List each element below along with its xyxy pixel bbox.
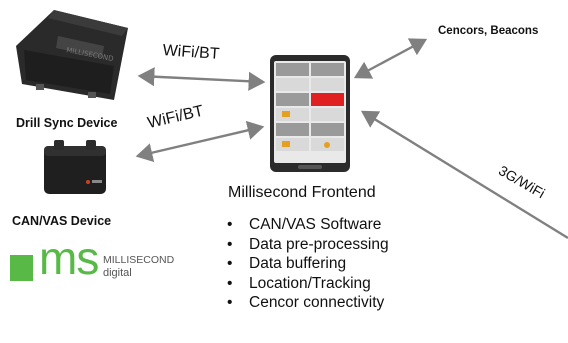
feature-item: •Data buffering — [227, 255, 347, 272]
can-vas-device-label: CAN/VAS Device — [12, 214, 112, 228]
feature-item: •CAN/VAS Software — [227, 216, 382, 233]
frontend-feature-list: •CAN/VAS Software •Data pre-processing •… — [227, 215, 389, 313]
feature-item: •Data pre-processing — [227, 235, 389, 253]
millisecond-logo: ms MILLISECOND digital — [10, 235, 200, 284]
drill-sync-device-image: MILLISECOND — [14, 6, 132, 104]
remote-arrow — [360, 110, 568, 240]
sensors-arrow — [353, 38, 428, 79]
tablet-device — [270, 55, 350, 172]
logo-brand: MILLISECOND — [103, 254, 175, 266]
drill-sync-arrow — [137, 67, 266, 91]
drill-sync-device-label: Drill Sync Device — [16, 116, 118, 130]
feature-item: •Location/Tracking — [227, 274, 371, 292]
frontend-title: Millisecond Frontend — [228, 184, 376, 201]
can-vas-arrow — [135, 120, 265, 163]
logo-green-block — [10, 255, 33, 281]
sensors-label: Cencors, Beacons — [438, 25, 539, 37]
feature-item: •Cencor connectivity — [227, 294, 385, 311]
drill-sync-link-label: WiFi/BT — [162, 42, 220, 63]
logo-tagline: digital — [103, 267, 132, 279]
logo-mark: ms — [39, 232, 99, 284]
can-vas-device-image — [40, 140, 110, 198]
